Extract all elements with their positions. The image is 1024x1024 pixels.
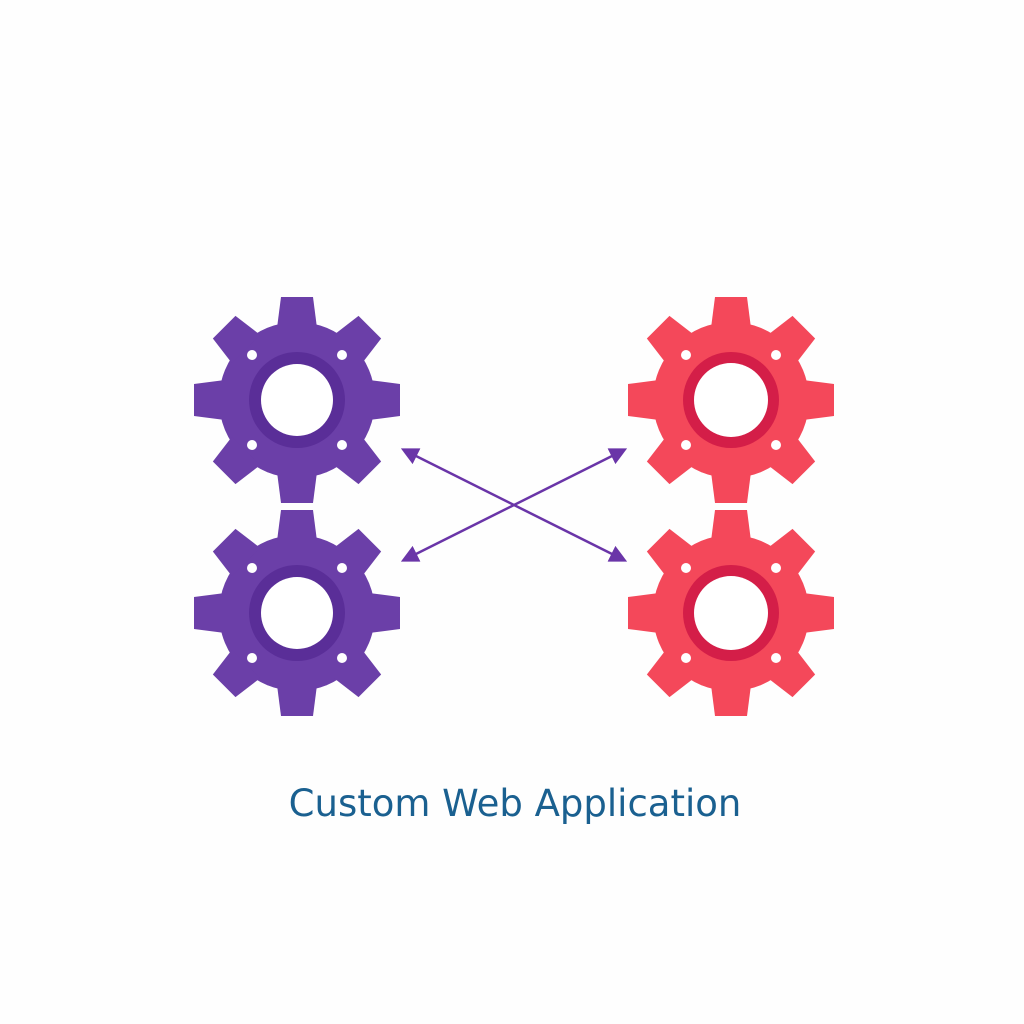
double-arrow-icon-diagonal-up	[400, 448, 628, 562]
diagram-caption: Custom Web Application	[288, 782, 742, 825]
gear-icon-bottom-left	[194, 510, 400, 716]
gear-icon-bottom-right	[628, 510, 834, 716]
gear-icon-top-left	[194, 297, 400, 503]
gear-icon-top-right	[628, 297, 834, 503]
